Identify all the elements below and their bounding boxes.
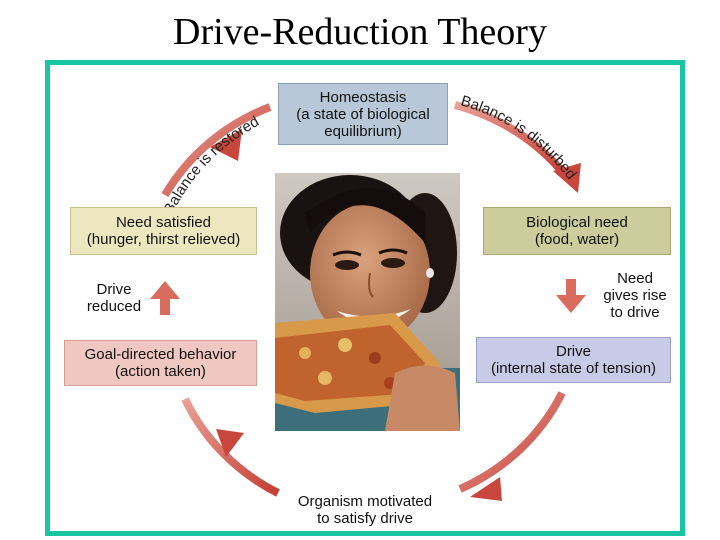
drive-box: Drive (internal state of tension) [476,337,671,383]
balance-restored-label: Balance is restored [160,113,262,217]
homeostasis-box: Homeostasis (a state of biological equil… [278,83,448,145]
need-satisfied-line-1: Need satisfied [115,214,212,231]
need-gives-rise-line-3: to drive [610,304,660,321]
organism-motivated-line-2: to satisfy drive [317,510,413,527]
page-title: Drive-Reduction Theory [173,11,547,53]
arrowhead-top-left [210,129,242,161]
arrow-arc-bottom-right [458,391,566,493]
biological-need-line-2: (food, water) [534,231,620,248]
homeostasis-line-2: (a state of biological [296,105,430,123]
biological-need-box: Biological need (food, water) [483,207,671,255]
cycle-arrows: Balance is restored Balance is disturbed [150,92,586,501]
woman-eating-pizza-image [275,173,460,431]
arrow-drive-reduced [150,281,180,315]
arrowhead-top-right [553,163,581,193]
diagram-frame: Balance is restored Balance is disturbed [45,60,685,536]
need-gives-rise-line-1: Need [617,270,653,287]
goal-directed-line-2: (action taken) [115,363,206,380]
drive-line-1: Drive [555,343,591,360]
need-gives-rise-label: Need gives rise to drive [590,270,680,321]
arrow-need-to-drive [556,279,586,313]
drive-reduced-line-1: Drive [96,281,132,298]
drive-reduced-line-2: reduced [86,298,142,315]
arrowhead-bottom-left [216,429,244,457]
need-gives-rise-line-2: gives rise [603,287,667,304]
goal-directed-line-1: Goal-directed behavior [84,346,237,363]
goal-directed-box: Goal-directed behavior (action taken) [64,340,257,386]
drive-reduced-label: Drive reduced [74,281,154,315]
arrow-arc-top-left [161,103,272,198]
arrowhead-bottom-right [470,477,502,501]
drive-line-2: (internal state of tension) [490,360,657,377]
arrow-arc-bottom-left [181,397,280,497]
homeostasis-line-1: Homeostasis [319,88,407,106]
homeostasis-line-3: equilibrium) [324,122,402,140]
biological-need-line-1: Biological need [526,214,628,231]
organism-motivated-line-1: Organism motivated [297,493,433,510]
need-satisfied-line-2: (hunger, thirst relieved) [86,231,241,248]
arrow-arc-top-right [453,101,569,178]
need-satisfied-box: Need satisfied (hunger, thirst relieved) [70,207,257,255]
organism-motivated-label: Organism motivated to satisfy drive [258,493,472,527]
